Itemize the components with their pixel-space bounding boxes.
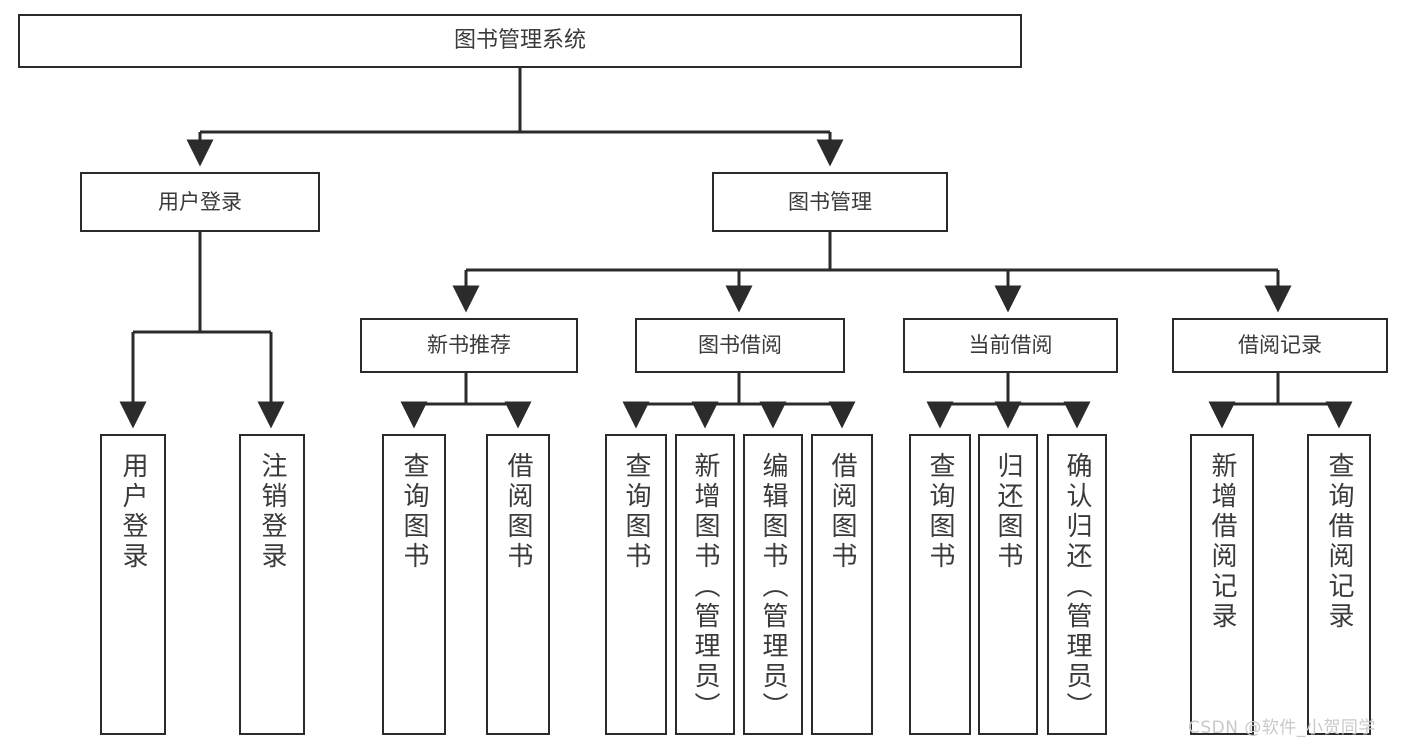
node-label: 借阅图书 [503,452,533,572]
node-leaf-current-confirm-admin[interactable]: 确认归还（管理员） [1047,434,1107,735]
node-leaf-newbook-borrow[interactable]: 借阅图书 [486,434,550,735]
node-label: 图书借阅 [698,333,782,358]
node-leaf-borrow-add-admin[interactable]: 新增图书（管理员） [675,434,735,735]
node-label: 新增借阅记录 [1207,452,1237,632]
node-leaf-current-query[interactable]: 查询图书 [909,434,971,735]
node-user-login[interactable]: 用户登录 [80,172,320,232]
node-leaf-borrow-query[interactable]: 查询图书 [605,434,667,735]
node-label: 归还图书 [993,452,1023,572]
node-label: 图书管理 [788,189,872,214]
node-label: 查询借阅记录 [1324,452,1354,632]
node-book-borrow[interactable]: 图书借阅 [635,318,845,373]
node-current-borrow[interactable]: 当前借阅 [903,318,1118,373]
node-book-management[interactable]: 图书管理 [712,172,948,232]
node-label: 新书推荐 [427,333,511,358]
node-label: 借阅记录 [1238,333,1322,358]
node-label: 图书管理系统 [453,28,586,54]
node-borrow-records[interactable]: 借阅记录 [1172,318,1388,373]
node-label: 借阅图书 [827,452,857,572]
node-label: 查询图书 [399,452,429,572]
node-leaf-records-query[interactable]: 查询借阅记录 [1307,434,1371,735]
node-leaf-user-login[interactable]: 用户登录 [100,434,166,735]
node-leaf-borrow-borrow[interactable]: 借阅图书 [811,434,873,735]
node-leaf-borrow-edit-admin[interactable]: 编辑图书（管理员） [743,434,803,735]
node-leaf-user-logout[interactable]: 注销登录 [239,434,305,735]
csdn-watermark: CSDN @软件_小贺同学 [1188,718,1376,738]
node-label: 确认归还（管理员） [1062,452,1092,722]
node-leaf-current-return[interactable]: 归还图书 [978,434,1038,735]
node-label: 用户登录 [118,452,148,572]
node-label: 新增图书（管理员） [690,452,720,722]
node-label: 注销登录 [257,452,287,572]
node-leaf-newbook-query[interactable]: 查询图书 [382,434,446,735]
node-root-system[interactable]: 图书管理系统 [18,14,1022,68]
node-label: 查询图书 [925,452,955,572]
node-label: 查询图书 [621,452,651,572]
node-label: 当前借阅 [968,333,1053,358]
node-label: 编辑图书（管理员） [758,452,788,722]
node-label: 用户登录 [158,189,242,214]
node-leaf-records-add[interactable]: 新增借阅记录 [1190,434,1254,735]
node-new-book-recommend[interactable]: 新书推荐 [360,318,578,373]
